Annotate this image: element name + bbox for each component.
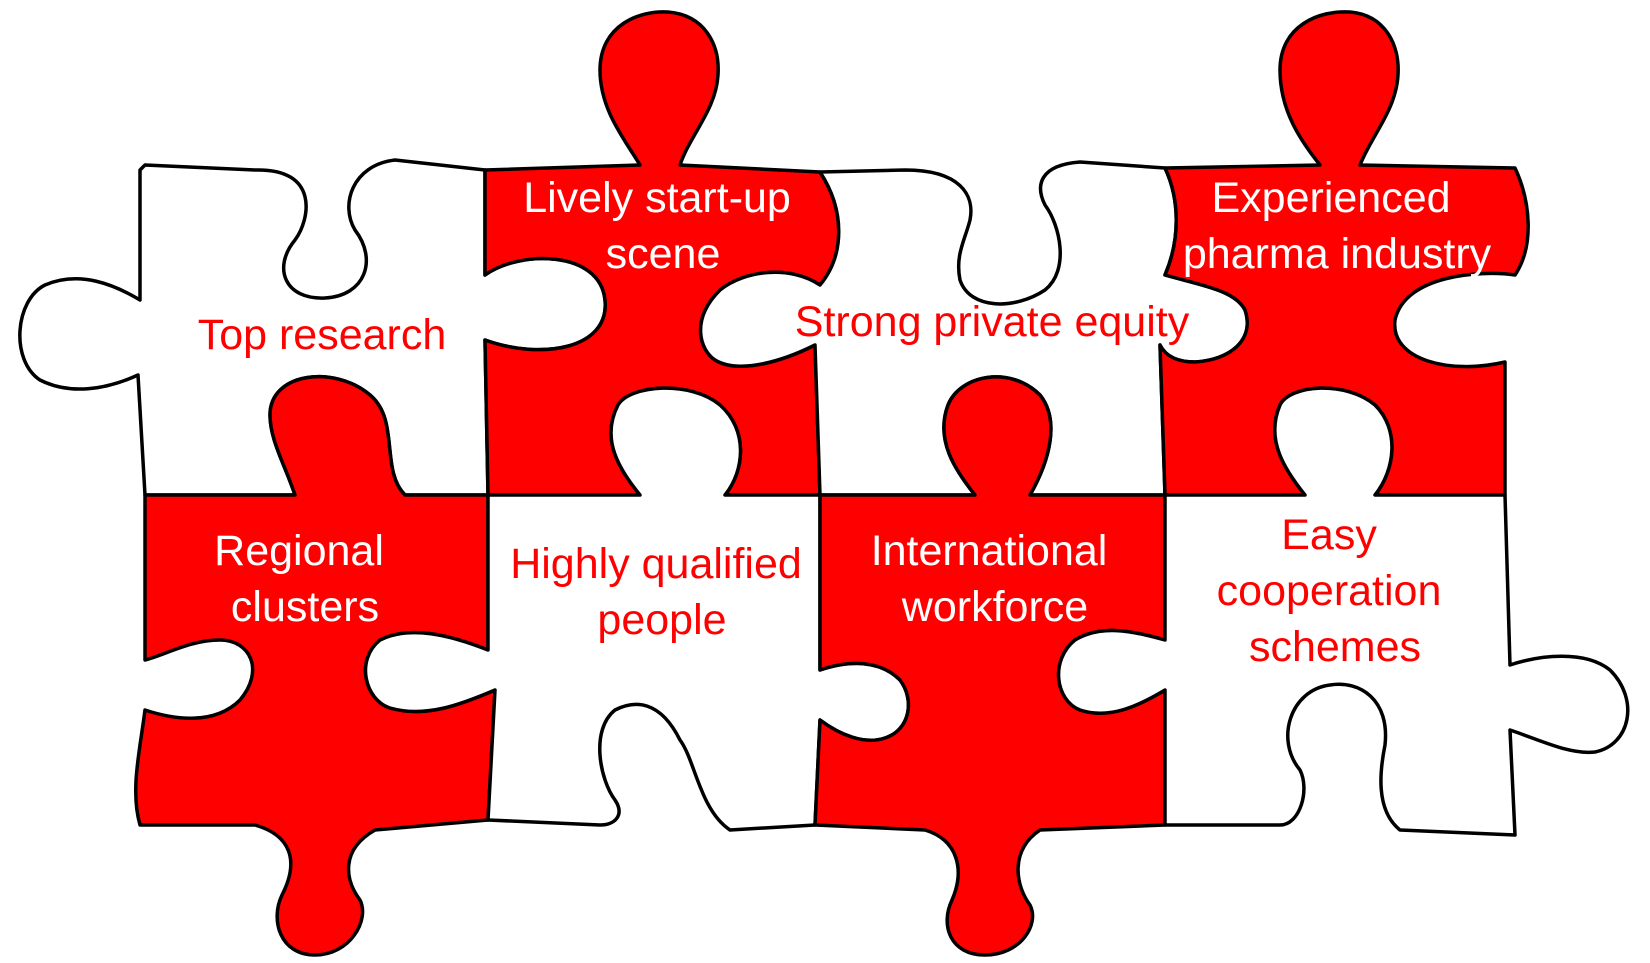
- label-experienced-pharma: Experienced pharma industry: [1183, 174, 1492, 278]
- puzzle-piece-easy-cooperation: [1057, 386, 1630, 837]
- label-top-research: Top research: [198, 311, 447, 359]
- puzzle-piece-international-workforce: [813, 375, 1167, 957]
- label-line: scene: [606, 230, 721, 278]
- label-line: people: [597, 596, 726, 644]
- label-line: schemes: [1249, 623, 1421, 671]
- puzzle-piece-regional-clusters: [134, 374, 497, 957]
- label-line: pharma industry: [1183, 230, 1492, 278]
- puzzle-piece-experienced-pharma: [1158, 10, 1530, 497]
- label-line: cooperation: [1217, 567, 1442, 615]
- label-lively-start-up: Lively start-up scene: [523, 174, 803, 278]
- label-line: Regional: [214, 527, 384, 575]
- puzzle-piece-highly-qualified: [363, 386, 911, 832]
- label-regional-clusters: Regional clusters: [214, 527, 396, 631]
- label-international-workforce: International workforce: [871, 527, 1120, 631]
- label-line: International: [871, 527, 1108, 575]
- label-easy-cooperation: Easy cooperation schemes: [1217, 511, 1454, 671]
- label-line: clusters: [231, 583, 379, 631]
- label-line: Strong private equity: [795, 298, 1190, 346]
- label-strong-private-equity: Strong private equity: [795, 298, 1190, 346]
- label-line: Experienced: [1212, 174, 1451, 222]
- label-line: Easy: [1281, 511, 1377, 559]
- label-line: Lively start-up: [523, 174, 791, 222]
- label-highly-qualified: Highly qualified people: [510, 540, 814, 644]
- label-line: Highly qualified: [510, 540, 802, 588]
- label-line: Top research: [198, 311, 447, 359]
- label-line: workforce: [901, 583, 1088, 631]
